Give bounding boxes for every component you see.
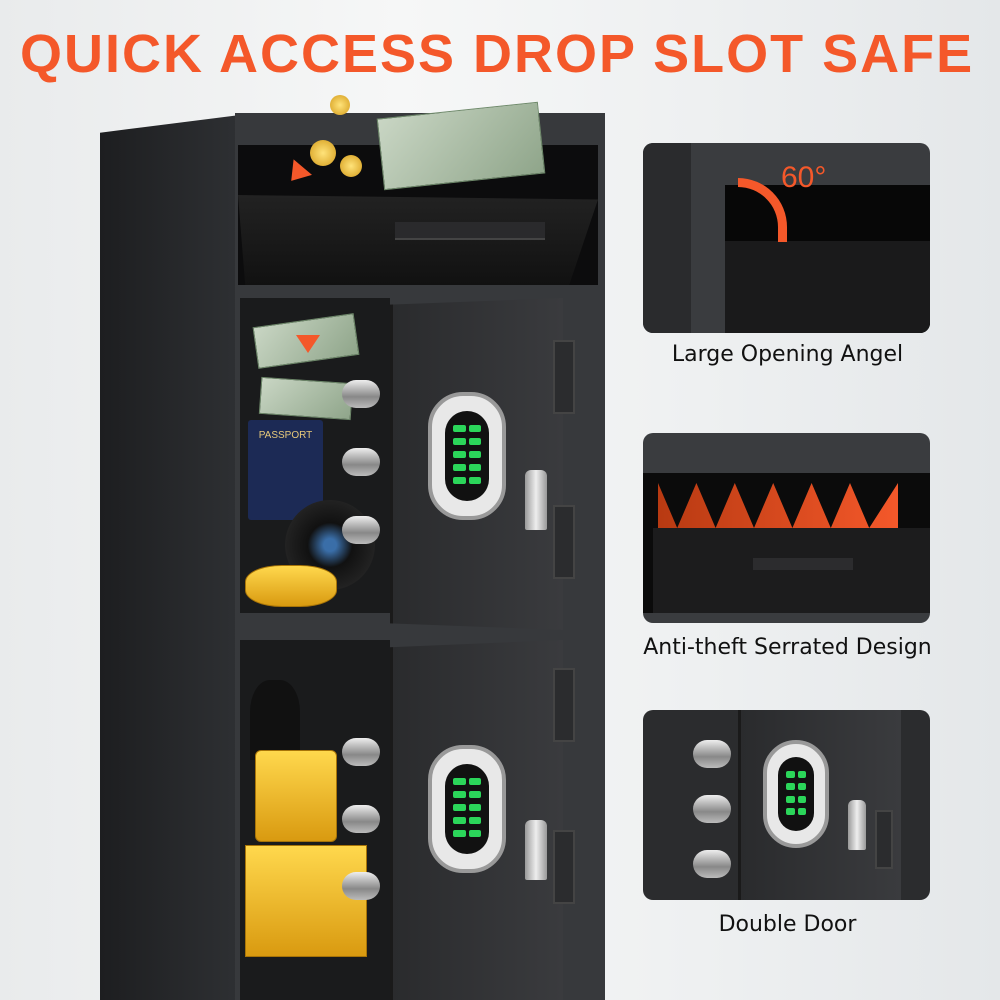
angle-label: 60° xyxy=(781,161,827,194)
gold-coins xyxy=(255,750,337,842)
bolt xyxy=(342,516,380,544)
backup-key xyxy=(525,470,547,530)
necklace-display xyxy=(250,680,300,760)
feature-caption: Large Opening Angel xyxy=(671,342,904,367)
feature-image-serrated xyxy=(643,433,930,623)
bolt xyxy=(342,738,380,766)
bolt xyxy=(693,850,731,878)
bolt xyxy=(693,795,731,823)
feature-image-double-door xyxy=(643,710,930,900)
coin xyxy=(330,95,350,115)
electronic-keypad xyxy=(763,740,829,848)
coin xyxy=(340,155,362,177)
hinge xyxy=(875,810,893,869)
hinge xyxy=(553,668,575,742)
feature-caption: Anti-theft Serrated Design xyxy=(643,635,932,660)
passport-label: PASSPORT xyxy=(258,430,313,441)
electronic-keypad xyxy=(428,392,506,520)
arrow-icon xyxy=(296,335,320,353)
passport: PASSPORT xyxy=(248,420,323,520)
bolt xyxy=(693,740,731,768)
feature-caption: Double Door xyxy=(718,912,857,937)
gold-jewelry xyxy=(245,565,337,607)
feature-image-opening-angle: 60° xyxy=(643,143,930,333)
electronic-keypad xyxy=(428,745,506,873)
bolt xyxy=(342,380,380,408)
drop-slot-flap xyxy=(238,195,598,285)
slot-flap xyxy=(725,241,930,333)
hinge xyxy=(553,505,575,579)
safe-side-panel xyxy=(100,115,240,1000)
bolt xyxy=(342,872,380,900)
banknote xyxy=(258,376,354,421)
backup-key xyxy=(848,800,866,850)
hinge xyxy=(553,340,575,414)
side-edge xyxy=(643,143,691,333)
slot-flap xyxy=(653,528,930,613)
gold-bars xyxy=(245,845,367,957)
headline: QUICK ACCESS DROP SLOT SAFE xyxy=(20,24,975,84)
flap-handle xyxy=(753,558,853,570)
drop-slot-handle xyxy=(395,222,545,240)
bolt xyxy=(342,805,380,833)
bolt xyxy=(342,448,380,476)
coin xyxy=(310,140,336,166)
hinge xyxy=(553,830,575,904)
backup-key xyxy=(525,820,547,880)
